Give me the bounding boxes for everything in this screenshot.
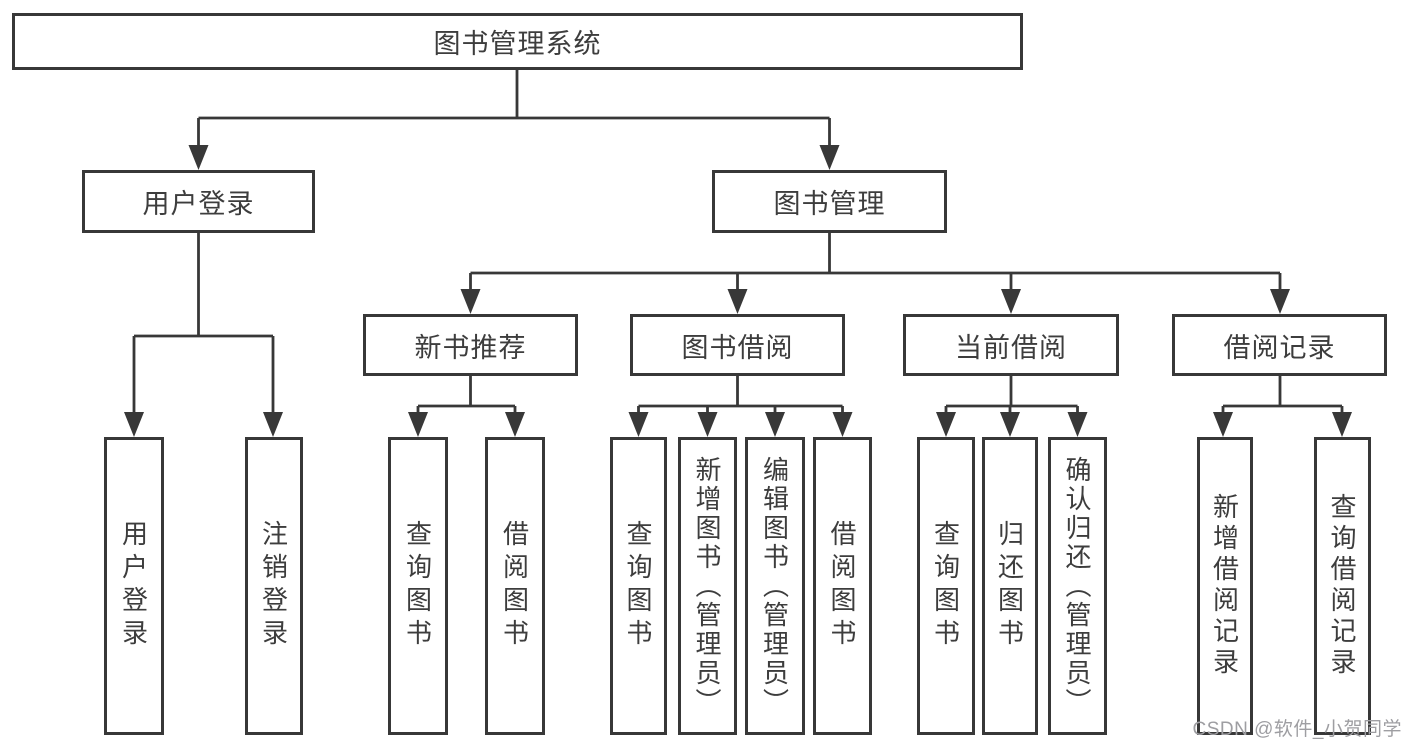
arrowhead xyxy=(505,412,525,437)
leaf-add-borrow-record: 新增借阅记录 xyxy=(1197,437,1253,735)
connector-book-mgmt xyxy=(460,232,1290,314)
leaf-user-login: 用户登录 xyxy=(104,437,164,735)
arrowhead xyxy=(1067,412,1088,437)
leaf-borrow-books-new: 借阅图书 xyxy=(485,437,545,735)
arrowhead xyxy=(460,289,481,314)
arrowhead xyxy=(1000,412,1020,437)
arrowhead xyxy=(124,412,144,437)
watermark: CSDN @软件_小贺同学 xyxy=(1192,719,1402,740)
arrowhead xyxy=(188,145,209,170)
node-current-borrow: 当前借阅 xyxy=(903,314,1119,376)
arrowhead xyxy=(727,289,748,314)
arrowhead xyxy=(263,412,283,437)
node-root: 图书管理系统 xyxy=(12,13,1023,70)
node-borrow-records: 借阅记录 xyxy=(1172,314,1387,376)
connector-root xyxy=(188,69,840,170)
connector-borrow-records xyxy=(1213,375,1352,437)
leaf-query-books-borrow: 查询图书 xyxy=(610,437,667,735)
arrowhead xyxy=(819,145,840,170)
connector-book-borrow xyxy=(628,375,853,437)
arrowhead xyxy=(832,412,853,437)
connector-current-borrow xyxy=(936,375,1088,437)
leaf-return-books: 归还图书 xyxy=(982,437,1038,735)
node-new-books: 新书推荐 xyxy=(363,314,578,376)
arrowhead xyxy=(408,412,428,437)
arrowhead xyxy=(1270,289,1290,314)
leaf-edit-books-admin: 编辑图书（管理员） xyxy=(745,437,805,735)
arrowhead xyxy=(765,412,785,437)
node-book-mgmt: 图书管理 xyxy=(712,170,947,233)
arrowhead xyxy=(697,412,718,437)
leaf-confirm-return-admin: 确认归还（管理员） xyxy=(1048,437,1107,735)
leaf-add-books-admin: 新增图书（管理员） xyxy=(678,437,737,735)
leaf-query-books-new: 查询图书 xyxy=(388,437,448,735)
node-user-login: 用户登录 xyxy=(82,170,315,233)
connector-new-books xyxy=(408,375,525,437)
arrowhead xyxy=(936,412,956,437)
leaf-logout: 注销登录 xyxy=(245,437,303,735)
arrowhead xyxy=(628,412,649,437)
leaf-query-books-current: 查询图书 xyxy=(917,437,975,735)
arrowhead xyxy=(1001,289,1021,314)
leaf-borrow-books: 借阅图书 xyxy=(813,437,872,735)
connector-user-login xyxy=(124,232,283,437)
arrowhead xyxy=(1332,412,1352,437)
leaf-query-borrow-record: 查询借阅记录 xyxy=(1314,437,1371,735)
node-book-borrow: 图书借阅 xyxy=(630,314,845,376)
arrowhead xyxy=(1213,412,1233,437)
